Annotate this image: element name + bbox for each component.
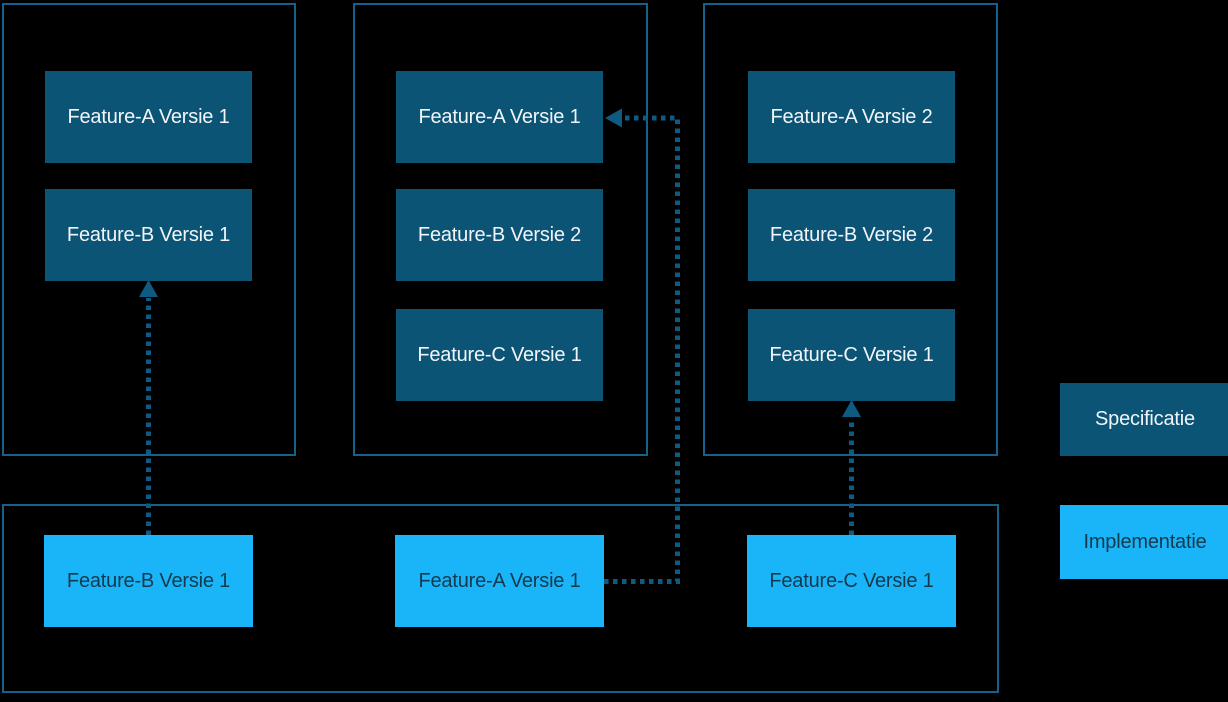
spec-box-feature-a-versie-1: Feature-A Versie 1 bbox=[45, 71, 252, 163]
spec-box-feature-b-versie-1: Feature-B Versie 1 bbox=[45, 189, 252, 281]
legend-implementation: Implementatie bbox=[1060, 505, 1228, 579]
impl-box-feature-c-versie-1: Feature-C Versie 1 bbox=[747, 535, 956, 627]
spec-box-feature-c-versie-1: Feature-C Versie 1 bbox=[396, 309, 603, 401]
spec-box-feature-c-versie-1: Feature-C Versie 1 bbox=[748, 309, 955, 401]
spec-box-feature-a-versie-1: Feature-A Versie 1 bbox=[396, 71, 603, 163]
spec-box-feature-b-versie-2: Feature-B Versie 2 bbox=[748, 189, 955, 281]
spec-box-feature-a-versie-2: Feature-A Versie 2 bbox=[748, 71, 955, 163]
spec-box-feature-b-versie-2: Feature-B Versie 2 bbox=[396, 189, 603, 281]
implementation-group bbox=[2, 504, 999, 693]
impl-box-feature-a-versie-1: Feature-A Versie 1 bbox=[395, 535, 604, 627]
legend-specification: Specificatie bbox=[1060, 383, 1228, 456]
impl-box-feature-b-versie-1: Feature-B Versie 1 bbox=[44, 535, 253, 627]
